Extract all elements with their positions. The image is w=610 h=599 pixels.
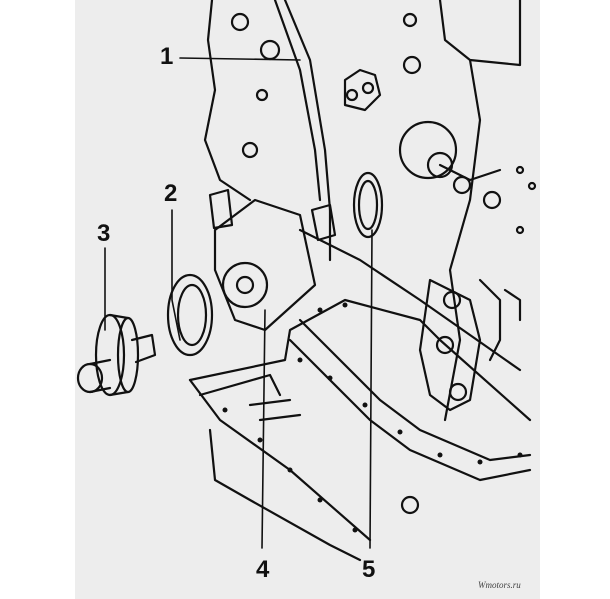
engine-block [203, 0, 537, 422]
drawing-background [75, 0, 540, 599]
callout-2: 2 [164, 180, 178, 207]
leader-lines [104, 57, 373, 549]
watermark: Wmotors.ru [478, 580, 521, 590]
callout-5: 5 [362, 556, 376, 583]
callout-1: 1 [160, 43, 174, 70]
crank-pulley-bolt [76, 313, 157, 397]
callout-3: 3 [97, 220, 111, 247]
seal-ring [166, 273, 214, 357]
callout-4: 4 [256, 556, 270, 583]
oil-pan [188, 298, 532, 562]
oil-pump-assembly [208, 188, 317, 332]
